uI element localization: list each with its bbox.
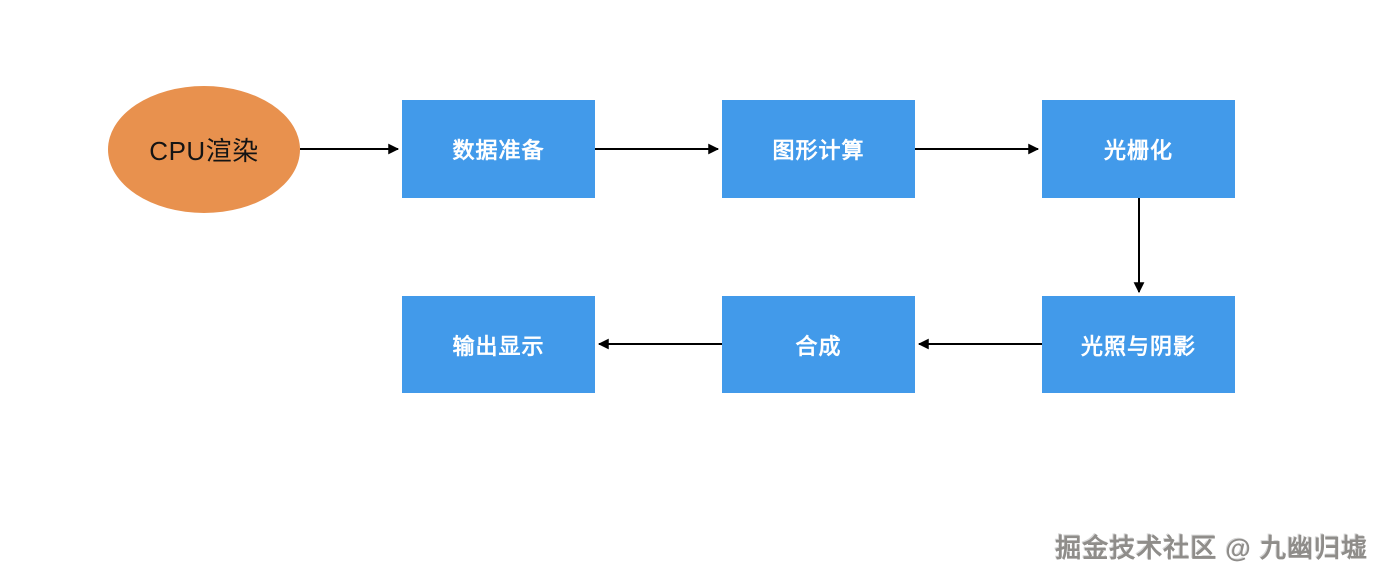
watermark-text: 掘金技术社区 @ 九幽归墟 (1055, 533, 1368, 563)
node-cpu-render-label: CPU渲染 (149, 136, 259, 166)
node-output-display-label: 输出显示 (452, 333, 545, 359)
node-data-preparation-label: 数据准备 (452, 138, 545, 163)
node-lighting-shadows-label: 光照与阴影 (1080, 333, 1196, 359)
node-output-display: 输出显示 (402, 296, 595, 393)
node-rasterization: 光栅化 (1042, 100, 1235, 198)
node-lighting-shadows: 光照与阴影 (1042, 296, 1235, 393)
node-data-preparation: 数据准备 (402, 100, 595, 198)
node-rasterization-label: 光栅化 (1103, 138, 1173, 163)
node-compositing-label: 合成 (795, 333, 842, 359)
node-graphics-compute: 图形计算 (722, 100, 915, 198)
node-compositing: 合成 (722, 296, 915, 393)
node-cpu-render: CPU渲染 (108, 86, 300, 213)
node-graphics-compute-label: 图形计算 (772, 138, 865, 163)
